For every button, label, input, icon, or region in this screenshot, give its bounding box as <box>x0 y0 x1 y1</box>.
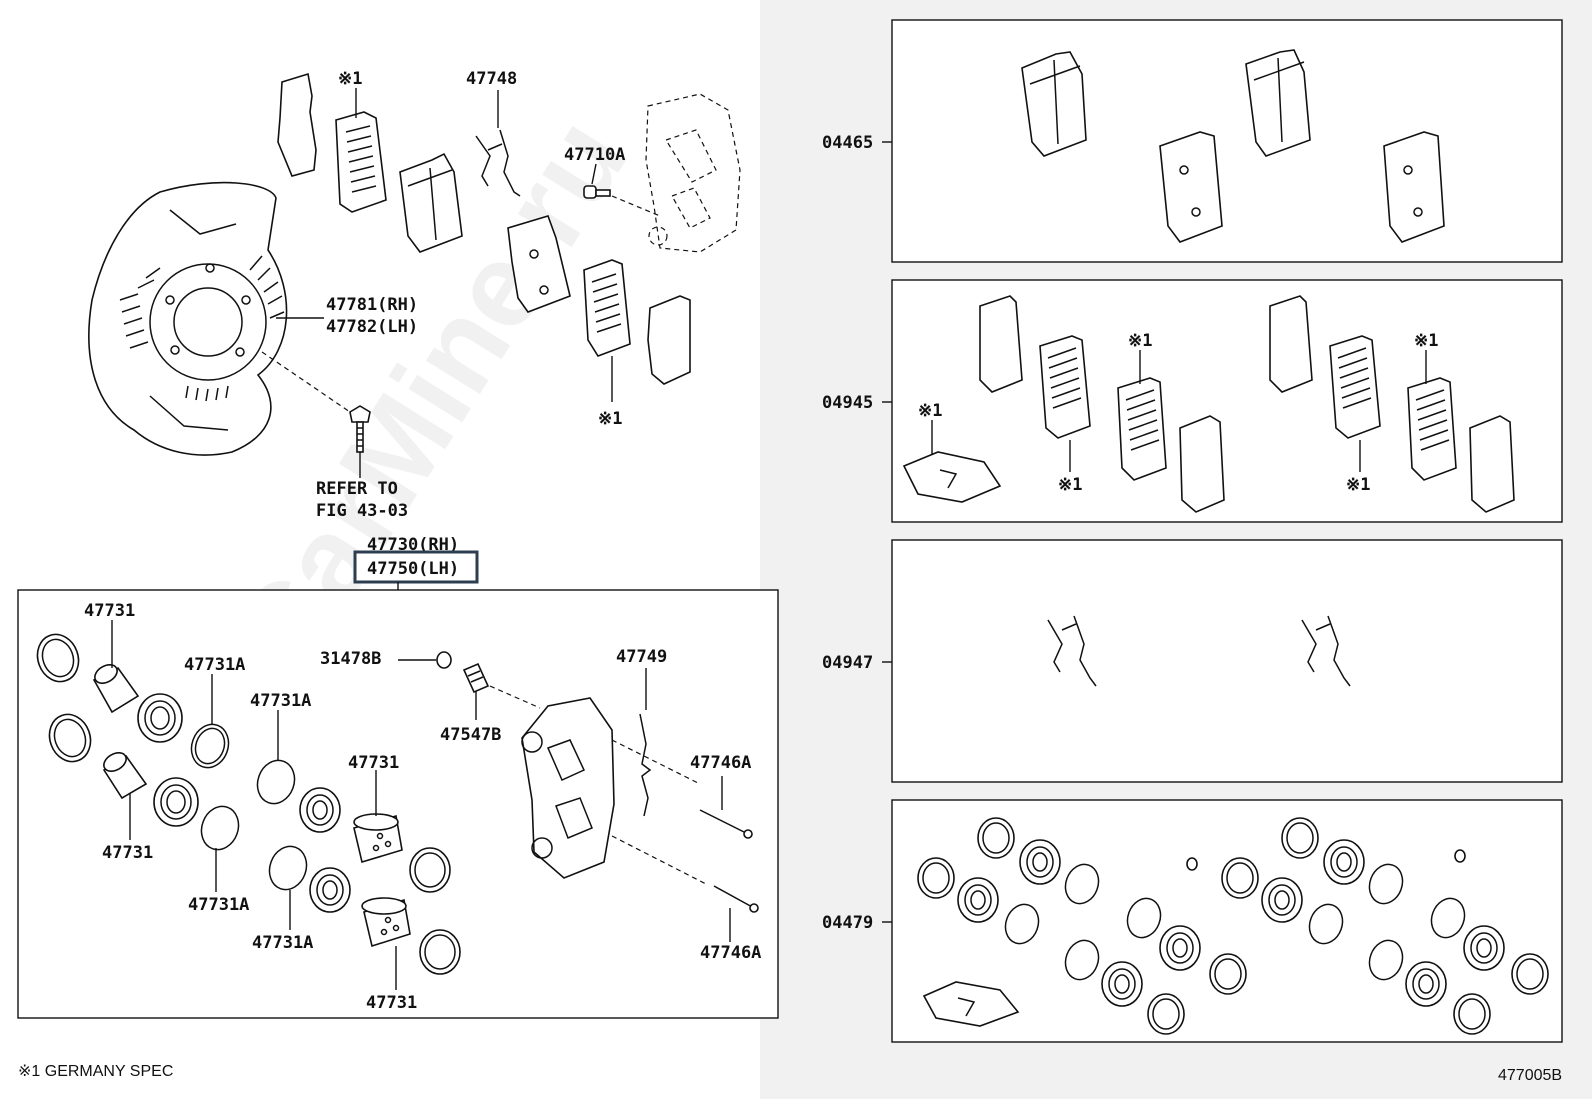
piston-seal-ring-icon <box>268 845 308 891</box>
anti-squeal-shim-icon <box>1269 295 1313 393</box>
figure-id: 477005B <box>1498 1067 1562 1084</box>
piston-icon <box>102 752 148 800</box>
part-number-47749: 47749 <box>616 647 667 667</box>
grease-packet-icon <box>902 451 1002 503</box>
anti-squeal-shim-icon <box>979 295 1023 393</box>
kit-code-04479[interactable]: 04479 <box>822 913 873 933</box>
part-number-47731a: 47731A <box>184 655 245 675</box>
refer-to-label: REFER TO <box>316 479 398 499</box>
bolt-icon <box>349 405 371 453</box>
part-number-47731a: 47731A <box>188 895 249 915</box>
piston-icon <box>353 813 403 864</box>
caliper-bolt-icon <box>583 185 611 199</box>
part-number-47746a: 47746A <box>700 943 761 963</box>
part-number-47748: 47748 <box>466 69 517 89</box>
dust-boot-icon <box>309 867 351 913</box>
kit-box-04465[interactable] <box>891 19 1563 263</box>
pad-spring-icon <box>639 713 652 817</box>
part-number-47731: 47731 <box>366 993 417 1013</box>
part-number-47710a: 47710A <box>564 145 625 165</box>
anti-squeal-shim-star-icon <box>335 111 387 213</box>
guide-dash <box>489 685 541 709</box>
brake-pad-icon <box>1021 51 1087 157</box>
anti-squeal-shim-icon <box>647 295 691 385</box>
anti-squeal-shim-star-icon <box>1329 335 1381 439</box>
kit-code-04947[interactable]: 04947 <box>822 653 873 673</box>
pad-pin-icon <box>713 885 759 913</box>
anti-squeal-shim-icon <box>1179 415 1225 513</box>
star-note-label: ※1 <box>1414 331 1438 351</box>
guide-dash <box>611 739 701 785</box>
leader-line <box>591 163 597 185</box>
kit-code-04945[interactable]: 04945 <box>822 393 873 413</box>
anti-squeal-shim-star-icon <box>1039 335 1091 439</box>
caliper-outline-icon <box>645 93 741 253</box>
brake-pad-icon <box>1245 49 1311 157</box>
star-note-label: ※1 <box>1346 475 1370 495</box>
refer-fig-label: FIG 43-03 <box>316 501 408 521</box>
bleeder-cap-icon <box>436 651 452 669</box>
anti-squeal-shim-icon <box>277 72 317 177</box>
part-number-47782: 47782(LH) <box>326 317 418 337</box>
germany-spec-footnote: ※1 GERMANY SPEC <box>18 1063 173 1080</box>
disc-dust-shield-icon <box>88 181 288 456</box>
star-note-label: ※1 <box>338 69 362 89</box>
anti-squeal-shim-star-icon <box>1407 377 1457 481</box>
pad-pin-icon <box>699 809 753 839</box>
piston-seal-ring-icon <box>256 759 296 805</box>
piston-icon <box>92 664 140 714</box>
part-number-47781: 47781(RH) <box>326 295 418 315</box>
anti-squeal-shim-icon <box>1469 415 1515 513</box>
seal-kit-group-a-icon <box>917 817 1247 1035</box>
part-number-47730: 47730(RH) <box>367 535 459 555</box>
kit-code-04465[interactable]: 04465 <box>822 133 873 153</box>
piston-icon <box>361 897 411 948</box>
guide-dash <box>261 351 351 413</box>
anti-squeal-shim-star-icon <box>583 259 631 357</box>
anti-squeal-shim-star-icon <box>1117 377 1167 481</box>
pad-support-clip-icon <box>1047 615 1097 687</box>
piston-seal-ring-icon <box>48 713 92 763</box>
highlighted-part-frame[interactable] <box>353 550 479 584</box>
part-number-47750[interactable]: 47750(LH) <box>367 559 459 579</box>
piston-seal-ring-icon <box>419 929 461 975</box>
kit-box-04947[interactable] <box>891 539 1563 783</box>
brake-pad-backing-icon <box>1159 131 1223 243</box>
piston-seal-ring-icon <box>200 805 240 851</box>
part-number-47731: 47731 <box>348 753 399 773</box>
seal-kit-group-b-icon <box>1221 817 1549 1035</box>
part-number-47731a: 47731A <box>252 933 313 953</box>
part-number-47547b: 47547B <box>440 725 501 745</box>
pad-support-clip-icon <box>1301 615 1351 687</box>
dust-boot-icon <box>137 693 183 743</box>
part-number-47731a: 47731A <box>250 691 311 711</box>
brake-pad-backing-icon <box>507 215 571 313</box>
part-number-47731: 47731 <box>84 601 135 621</box>
caliper-assembly-box <box>17 589 779 1019</box>
star-note-label: ※1 <box>918 401 942 421</box>
dust-boot-icon <box>299 787 341 833</box>
bleeder-plug-icon <box>462 662 490 694</box>
piston-seal-ring-icon <box>36 633 80 683</box>
piston-seal-ring-icon <box>190 723 230 769</box>
part-number-47746a: 47746A <box>690 753 751 773</box>
star-note-label: ※1 <box>1058 475 1082 495</box>
grease-packet-icon <box>922 981 1020 1027</box>
pad-support-clip-icon <box>475 129 521 197</box>
caliper-body-icon <box>521 697 615 879</box>
brake-pad-icon <box>399 152 463 253</box>
dust-boot-icon <box>153 777 199 827</box>
part-number-31478b: 31478B <box>320 649 381 669</box>
brake-pad-backing-icon <box>1383 131 1445 243</box>
star-note-label: ※1 <box>598 409 622 429</box>
star-note-label: ※1 <box>1128 331 1152 351</box>
part-number-47731: 47731 <box>102 843 153 863</box>
piston-seal-ring-icon <box>409 847 451 893</box>
